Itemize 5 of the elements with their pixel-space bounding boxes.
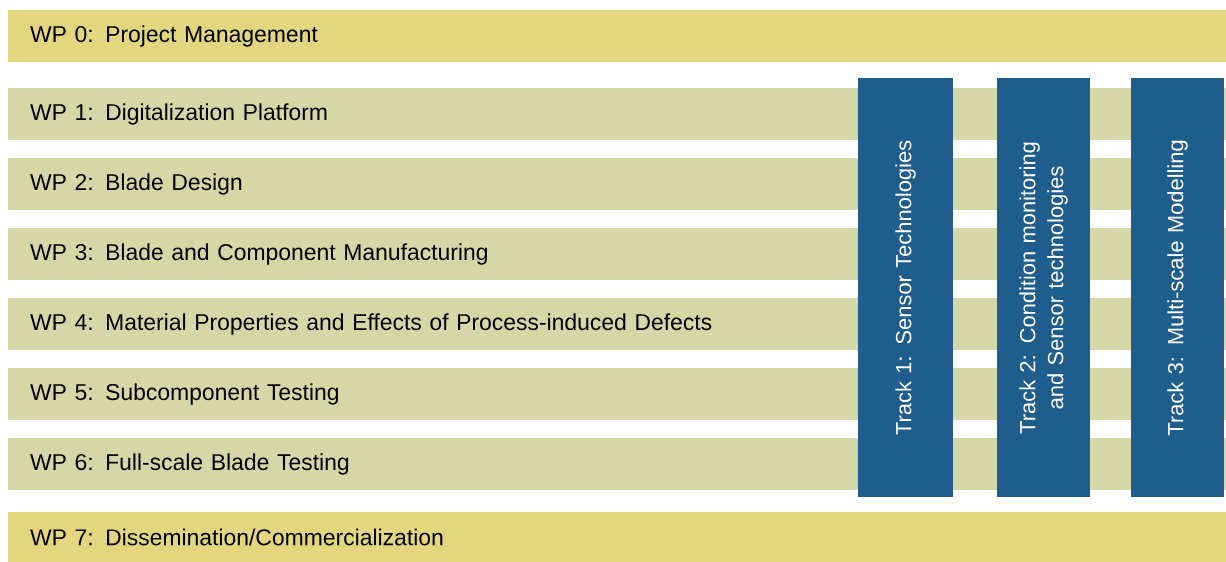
track-bar: Track 3: Multi-scale Modelling [1131, 78, 1224, 497]
work-package-band: WP 0: Project Management [8, 10, 1226, 62]
track-bar: Track 1: Sensor Technologies [858, 78, 953, 497]
track-bar: Track 2: Condition monitoring and Sensor technologies [997, 78, 1090, 497]
work-package-band: WP 7: Dissemination/Commercialization [8, 512, 1226, 562]
